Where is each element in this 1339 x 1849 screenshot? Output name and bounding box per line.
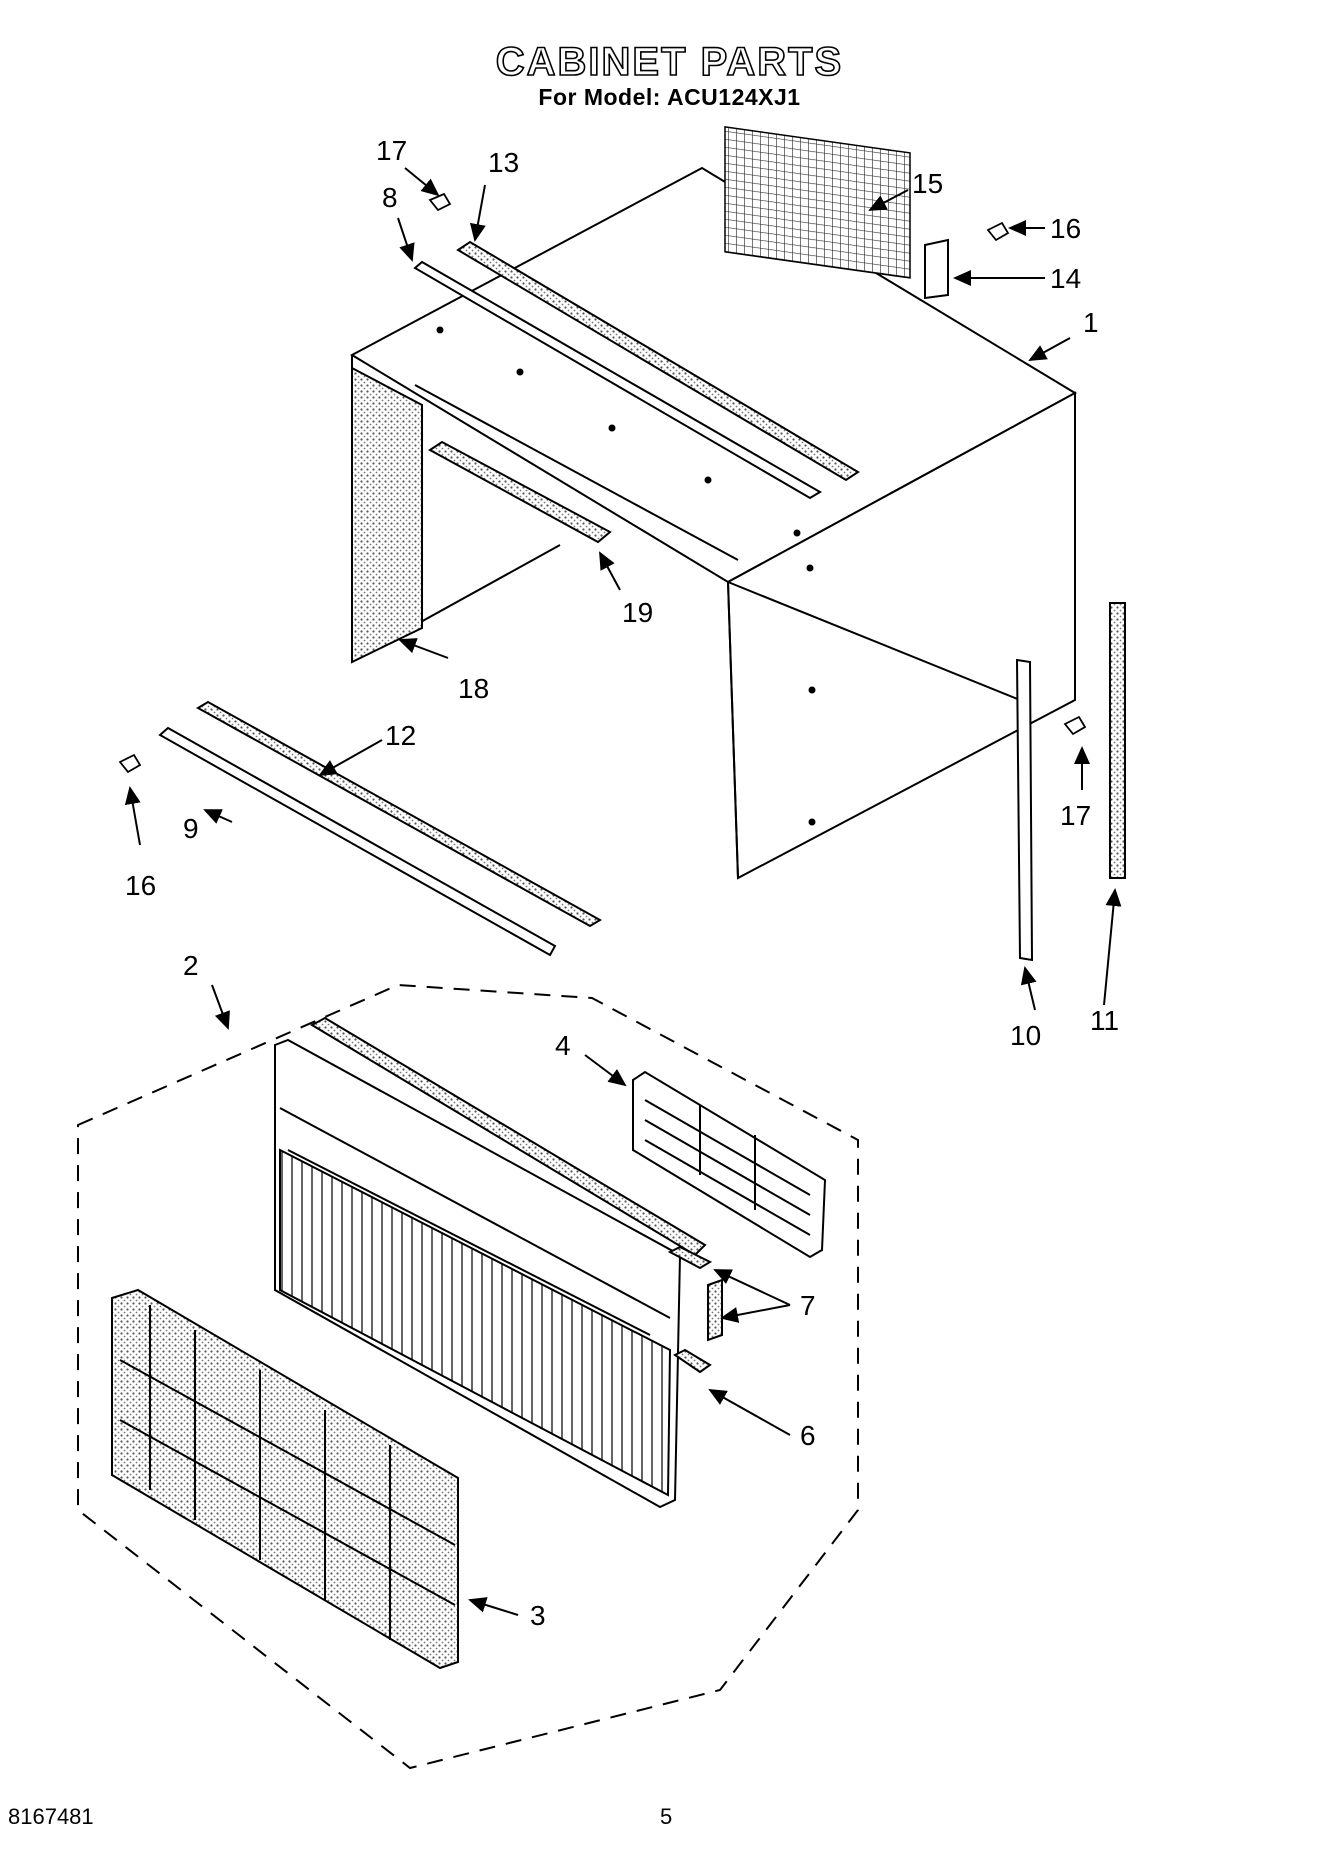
part-number: 8167481 xyxy=(8,1804,94,1829)
callout-17-top: 17 xyxy=(376,135,407,166)
callout-3: 3 xyxy=(530,1600,546,1631)
foam-block-a xyxy=(707,1278,723,1342)
front-top-foam xyxy=(309,1016,707,1257)
callout-labels: 1 2 3 4 6 7 8 9 10 11 12 13 14 15 16 16 … xyxy=(125,135,1119,1631)
air-filter xyxy=(111,1288,459,1670)
rear-bracket xyxy=(924,238,949,300)
callout-7: 7 xyxy=(800,1290,816,1321)
callout-12: 12 xyxy=(385,720,416,751)
foam-piece xyxy=(673,1348,712,1374)
page-number: 5 xyxy=(660,1804,673,1829)
callout-19: 19 xyxy=(622,597,653,628)
callout-13: 13 xyxy=(488,147,519,178)
callout-6: 6 xyxy=(800,1420,816,1451)
callout-10: 10 xyxy=(1010,1020,1041,1051)
callout-17-right: 17 xyxy=(1060,800,1091,831)
side-seal-strip xyxy=(1109,602,1126,879)
callout-8: 8 xyxy=(382,182,398,213)
louver-assembly xyxy=(632,1070,827,1259)
lower-channel xyxy=(158,726,557,957)
screws xyxy=(118,192,1087,774)
page-title: CABINET PARTS xyxy=(495,39,844,85)
callout-16-left: 16 xyxy=(125,870,156,901)
side-foam-panel xyxy=(351,366,423,664)
inner-foam-strip xyxy=(428,440,612,544)
callout-11: 11 xyxy=(1090,1005,1119,1036)
rear-grille xyxy=(724,126,911,279)
cabinet-shell xyxy=(349,166,1078,880)
top-channel xyxy=(413,260,822,500)
callout-18: 18 xyxy=(458,673,489,704)
callout-14: 14 xyxy=(1050,263,1081,294)
foam-block-b xyxy=(667,1245,713,1270)
callout-4: 4 xyxy=(555,1030,571,1061)
leader-arrows xyxy=(124,167,1122,1616)
front-frame xyxy=(274,1038,682,1509)
model-subtitle: For Model: ACU124XJ1 xyxy=(538,84,801,110)
callout-15: 15 xyxy=(912,168,943,199)
callout-2: 2 xyxy=(183,950,199,981)
callout-16-top: 16 xyxy=(1050,213,1081,244)
side-channel xyxy=(1015,658,1034,962)
front-assembly-outline xyxy=(77,983,859,1770)
callout-1: 1 xyxy=(1083,307,1099,338)
callout-9: 9 xyxy=(183,813,199,844)
lower-seal-strip xyxy=(196,700,602,928)
top-seal-strip xyxy=(456,240,860,482)
